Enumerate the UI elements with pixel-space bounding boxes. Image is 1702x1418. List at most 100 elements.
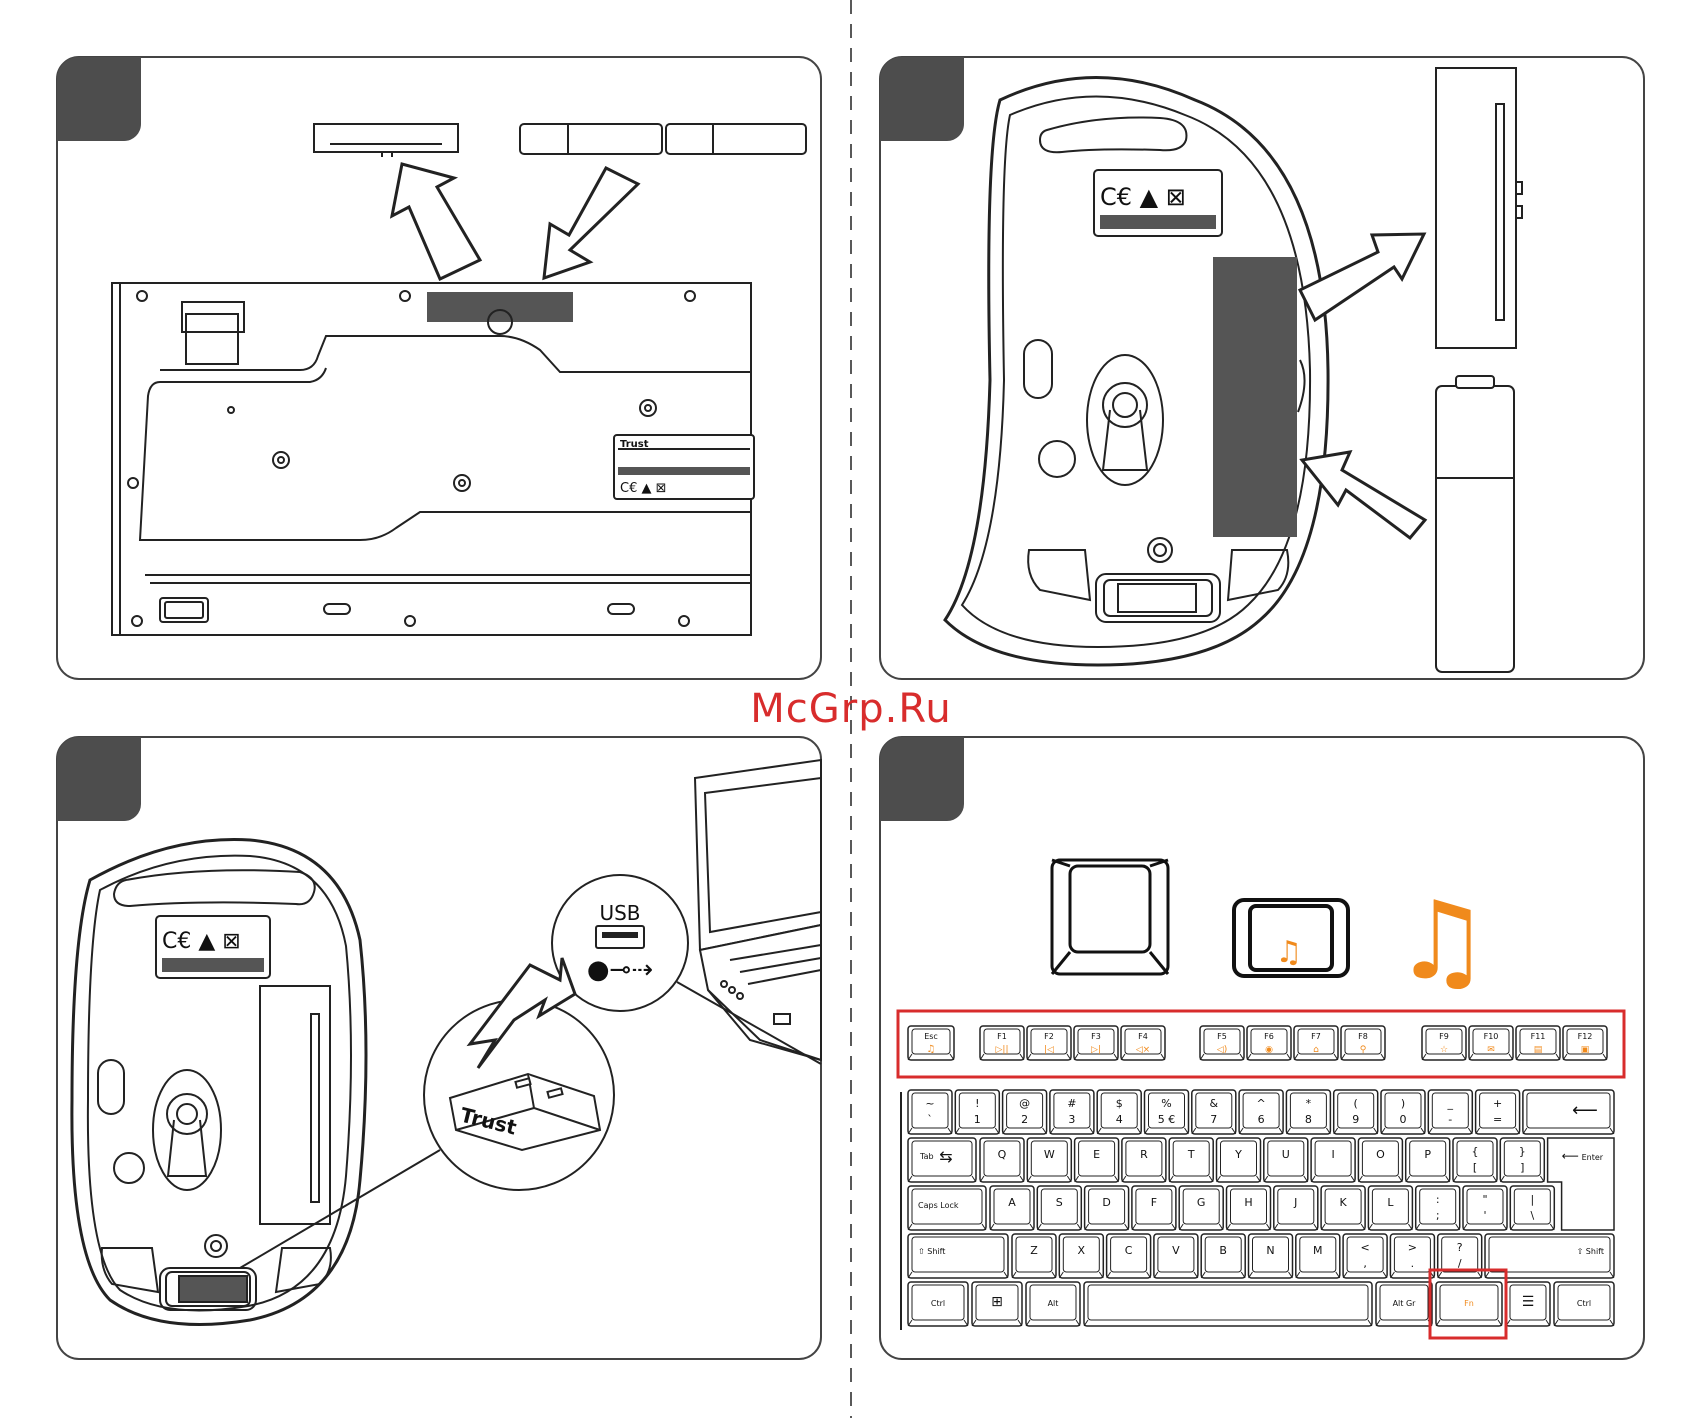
key-caps-lock bbox=[907, 1185, 987, 1231]
music-note-icon: ♫ bbox=[1394, 879, 1491, 1004]
key-fn-label: Fn bbox=[1464, 1299, 1474, 1308]
key-f8-label: F8 bbox=[1358, 1032, 1368, 1041]
panel-usb-receiver: C€ ▲ ⊠ USB ●⊸⇢ bbox=[56, 736, 822, 1360]
keyboard-underside bbox=[111, 282, 755, 636]
key-m-label: M bbox=[1313, 1244, 1323, 1257]
key-number-6: &7 bbox=[1191, 1089, 1237, 1135]
key-upper: ) bbox=[1401, 1097, 1405, 1110]
key-u-label: U bbox=[1282, 1148, 1290, 1161]
aaa-batteries bbox=[519, 123, 807, 155]
key-b-label: B bbox=[1219, 1244, 1227, 1257]
key-upper: ( bbox=[1354, 1097, 1358, 1110]
key-g-label: G bbox=[1197, 1196, 1206, 1209]
key-i-label: I bbox=[1331, 1148, 1334, 1161]
key-esc-label: Esc bbox=[924, 1032, 938, 1041]
key-f12-icon: ▣ bbox=[1581, 1045, 1590, 1055]
keyboard-ce-marks: C€ ▲ ⊠ bbox=[620, 481, 667, 496]
key-lower: 3 bbox=[1068, 1113, 1075, 1126]
key-number-11: _- bbox=[1427, 1089, 1474, 1135]
key-lower: [ bbox=[1473, 1161, 1477, 1174]
arrow-plug-receiver bbox=[466, 957, 577, 1069]
key-x: X bbox=[1058, 1233, 1105, 1279]
keyboard-label-brand: Trust bbox=[620, 439, 649, 450]
key-o: O bbox=[1357, 1137, 1404, 1183]
key-z: Z bbox=[1011, 1233, 1057, 1279]
key-x-label: X bbox=[1078, 1244, 1086, 1257]
key-punct-0: :; bbox=[1414, 1185, 1461, 1231]
small-keycap-music-icon: ♫ bbox=[1276, 935, 1303, 970]
key-number-3: #3 bbox=[1049, 1089, 1095, 1135]
key-t: T bbox=[1168, 1137, 1214, 1183]
key-upper: * bbox=[1306, 1097, 1312, 1110]
key-b: B bbox=[1200, 1233, 1246, 1279]
key-p-label: P bbox=[1424, 1148, 1431, 1161]
key-d: D bbox=[1083, 1185, 1130, 1231]
key-punct-row4-2: ?/ bbox=[1436, 1233, 1483, 1279]
callout-line bbox=[239, 1149, 441, 1269]
key-f7-label: F7 bbox=[1311, 1032, 1321, 1041]
enter-icon: ⟵ bbox=[1562, 1149, 1579, 1163]
key-f2: F2|◁ bbox=[1026, 1025, 1072, 1061]
key-punct-row4-0: <, bbox=[1342, 1233, 1388, 1279]
key-number-7: ^6 bbox=[1238, 1089, 1284, 1135]
key-space bbox=[1083, 1281, 1373, 1327]
key-alt: Alt bbox=[1025, 1281, 1081, 1327]
key-v-label: V bbox=[1172, 1244, 1180, 1257]
tab-icon: ⇆ bbox=[939, 1147, 952, 1166]
key-y-label: Y bbox=[1234, 1148, 1242, 1161]
key-enter: ⟵Enter bbox=[1546, 1137, 1615, 1231]
mouse-underside-open bbox=[70, 838, 368, 1326]
key-punct-row4-1: >. bbox=[1389, 1233, 1436, 1279]
panel-fn-keys: ♫ ♫ Esc♫F1▷||F2|◁F3▷|F4◁×F5◁)F6◉F7⌂F8⚲F9… bbox=[879, 736, 1645, 1360]
key-e: E bbox=[1073, 1137, 1120, 1183]
key-esc-icon: ♫ bbox=[927, 1044, 936, 1055]
key-lower: ' bbox=[1483, 1209, 1486, 1222]
key-f1: F1▷|| bbox=[979, 1025, 1025, 1061]
key-f6: F6 ◉ bbox=[1246, 1025, 1292, 1061]
svg-text:C€ ▲ ⊠: C€ ▲ ⊠ bbox=[1100, 183, 1186, 211]
arrow-remove-cover bbox=[389, 162, 483, 282]
key-m: M bbox=[1295, 1233, 1341, 1279]
key-q-label: Q bbox=[998, 1148, 1007, 1161]
key-c: C bbox=[1105, 1233, 1152, 1279]
arrow-insert-batteries bbox=[542, 166, 641, 281]
key-lower: 2 bbox=[1021, 1113, 1028, 1126]
key-number-10: )0 bbox=[1380, 1089, 1426, 1135]
key-f: F bbox=[1131, 1185, 1177, 1231]
key-f6-label: F6 bbox=[1264, 1032, 1274, 1041]
key-lower: 5 € bbox=[1158, 1113, 1176, 1126]
usb-symbol-icon: ●⊸⇢ bbox=[587, 955, 653, 985]
key-bracket-0: {[ bbox=[1452, 1137, 1498, 1183]
key-upper: ? bbox=[1457, 1241, 1463, 1254]
key-windows-label: ⊞ bbox=[991, 1294, 1003, 1310]
key-e-label: E bbox=[1093, 1148, 1100, 1161]
key-upper: _ bbox=[1447, 1097, 1454, 1110]
key-q: Q bbox=[979, 1137, 1025, 1183]
key-f6-icon: ◉ bbox=[1265, 1045, 1273, 1055]
key-right-ctrl: Ctrl bbox=[1553, 1281, 1615, 1327]
key-caps-label: Caps Lock bbox=[918, 1201, 959, 1210]
key-lower: \ bbox=[1530, 1209, 1534, 1222]
key-upper: " bbox=[1482, 1193, 1487, 1206]
key-f5-label: F5 bbox=[1217, 1032, 1227, 1041]
key-bracket-1: }] bbox=[1499, 1137, 1546, 1183]
key-n: N bbox=[1247, 1233, 1294, 1279]
key-f3-icon: ▷| bbox=[1091, 1045, 1101, 1055]
laptop bbox=[693, 758, 822, 1062]
key-alt-gr: Alt Gr bbox=[1375, 1281, 1433, 1327]
key-f2-label: F2 bbox=[1044, 1032, 1054, 1041]
arrow-receiver-out bbox=[1297, 232, 1427, 323]
key-upper: < bbox=[1360, 1241, 1369, 1254]
mouse-underside bbox=[943, 76, 1330, 667]
key-f5: F5◁) bbox=[1199, 1025, 1245, 1061]
usb-label: USB bbox=[599, 901, 640, 925]
key-f10: F10✉ bbox=[1468, 1025, 1514, 1061]
key-punct-1: "' bbox=[1462, 1185, 1508, 1231]
key-f10-label: F10 bbox=[1484, 1032, 1499, 1041]
key-n-label: N bbox=[1266, 1244, 1274, 1257]
key-f11-label: F11 bbox=[1531, 1032, 1546, 1041]
key-backspace bbox=[1522, 1089, 1615, 1135]
key-f7: F7⌂ bbox=[1293, 1025, 1339, 1061]
key-upper: ! bbox=[975, 1097, 979, 1110]
key-t-label: T bbox=[1187, 1148, 1195, 1161]
